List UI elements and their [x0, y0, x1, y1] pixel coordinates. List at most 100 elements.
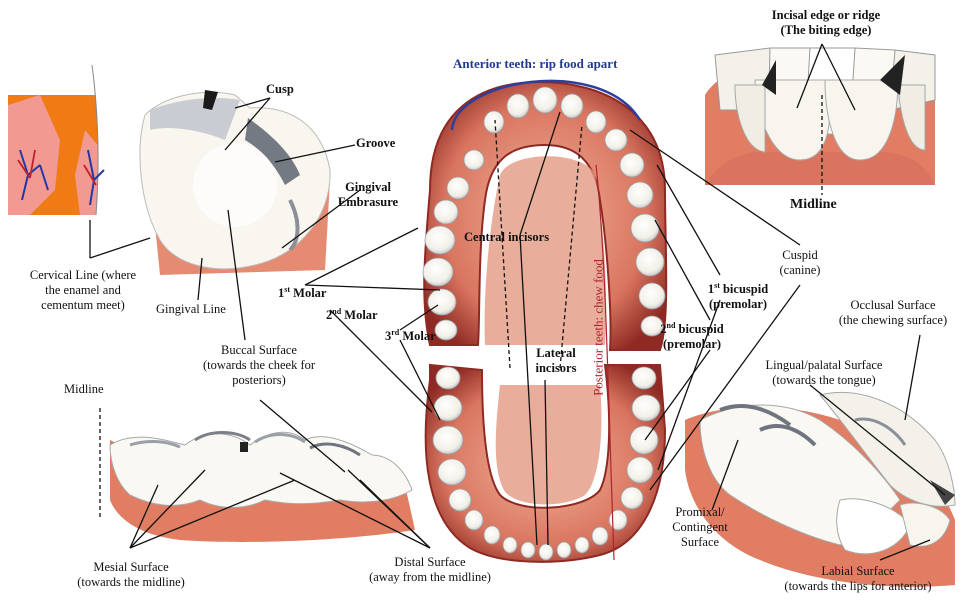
lower-tooth [632, 395, 660, 421]
second-bicuspid-line-2: (premolar) [652, 337, 732, 352]
upper-tooth [423, 258, 453, 286]
upper-tooth [586, 111, 606, 133]
cervical-line-label: Cervical Line (where the enamel and ceme… [4, 268, 162, 313]
first-molar-label: 1st Molar [278, 282, 326, 301]
labial-surface-line-2: (towards the lips for anterior) [760, 579, 956, 594]
proximal-surface-line-2: Contingent [663, 520, 737, 535]
anterior-teeth-label: Anterior teeth: rip food apart [453, 56, 617, 71]
occlusal-surface-line-2: (the chewing surface) [826, 313, 960, 328]
gingival-embrasure-line-2: Embrasure [333, 195, 403, 210]
lower-tooth [630, 426, 658, 454]
distal-surface-label: Distal Surface (away from the midline) [350, 555, 510, 585]
anterior-teeth-view [705, 48, 935, 195]
upper-tooth [434, 200, 458, 224]
cusp-label: Cusp [266, 82, 294, 97]
first-bicuspid-suffix: st [714, 281, 720, 290]
lower-tooth [557, 542, 571, 558]
upper-tooth [631, 214, 659, 242]
first-bicuspid-word: bicuspid [723, 282, 768, 296]
central-incisors-label: Central incisors [464, 230, 549, 245]
cervical-line-2: the enamel and [4, 283, 162, 298]
lower-teeth-perspective [685, 392, 955, 586]
first-bicuspid-label: 1st bicuspid (premolar) [698, 278, 778, 312]
upper-tooth [484, 111, 504, 133]
upper-tooth [605, 129, 627, 151]
lateral-incisors-line-1: Lateral [526, 346, 586, 361]
gingival-line-label: Gingival Line [156, 302, 226, 317]
cervical-line-3: cementum meet) [4, 298, 162, 313]
incisal-edge-line-2: (The biting edge) [766, 23, 886, 38]
lower-tooth [465, 510, 483, 530]
lower-tooth [521, 542, 535, 558]
lower-tooth [621, 487, 643, 509]
incisal-edge-label: Incisal edge or ridge (The biting edge) [766, 8, 886, 38]
buccal-surface-label: Buccal Surface (towards the cheek for po… [184, 343, 334, 388]
upper-tooth [464, 150, 484, 170]
lower-tooth [438, 459, 466, 485]
upper-tooth [447, 177, 469, 199]
midline-top-label: Midline [790, 197, 837, 212]
upper-tooth [639, 283, 665, 309]
second-bicuspid-word: bicuspid [679, 322, 724, 336]
buccal-surface-line-2: (towards the cheek for [184, 358, 334, 373]
mesial-surface-label: Mesial Surface (towards the midline) [56, 560, 206, 590]
lingual-surface-line-1: Lingual/palatal Surface [744, 358, 904, 373]
lingual-surface-line-2: (towards the tongue) [744, 373, 904, 388]
proximal-surface-label: Promixal/ Contingent Surface [663, 505, 737, 550]
posterior-teeth-label: Posterior teeth: chew food [591, 228, 606, 428]
upper-tooth [636, 248, 664, 276]
lateral-incisors-line-2: incisors [526, 361, 586, 376]
lower-tooth [436, 367, 460, 389]
second-molar-suffix: nd [332, 307, 341, 316]
lower-teeth-side-view [100, 408, 415, 542]
lower-tooth [449, 489, 471, 511]
lateral-incisors-label: Lateral incisors [526, 346, 586, 376]
occlusal-surface-line-1: Occlusal Surface [826, 298, 960, 313]
cuspid-label: Cuspid (canine) [770, 248, 830, 278]
lower-tooth [539, 544, 553, 560]
labial-surface-label: Labial Surface (towards the lips for ant… [760, 564, 956, 594]
groove-label: Groove [356, 136, 395, 151]
upper-tooth [561, 94, 583, 118]
buccal-surface-line-1: Buccal Surface [184, 343, 334, 358]
cuspid-line-1: Cuspid [770, 248, 830, 263]
distal-surface-line-1: Distal Surface [350, 555, 510, 570]
upper-tooth [425, 226, 455, 254]
buccal-surface-line-3: posteriors) [184, 373, 334, 388]
lower-tooth [627, 457, 653, 483]
third-molar-suffix: rd [391, 328, 399, 337]
upper-tooth [507, 94, 529, 118]
mesial-surface-line-2: (towards the midline) [56, 575, 206, 590]
third-molar-word: Molar [402, 329, 435, 343]
lower-tooth [592, 527, 608, 545]
second-molar-word: Molar [344, 308, 377, 322]
occlusal-surface-label: Occlusal Surface (the chewing surface) [826, 298, 960, 328]
lower-tooth [433, 426, 463, 454]
molar-closeup [140, 90, 330, 275]
lower-tooth [575, 537, 589, 553]
upper-tooth [620, 153, 644, 177]
proximal-surface-line-1: Promixal/ [663, 505, 737, 520]
second-bicuspid-suffix: nd [667, 321, 676, 330]
upper-tooth [435, 320, 457, 340]
upper-tooth [533, 87, 557, 113]
upper-tooth [627, 182, 653, 208]
lower-tooth [484, 526, 500, 544]
mesial-surface-line-1: Mesial Surface [56, 560, 206, 575]
second-molar-label: 2nd Molar [326, 304, 378, 323]
gingival-embrasure-label: Gingival Embrasure [333, 180, 403, 210]
lower-tooth [632, 367, 656, 389]
dental-arches [423, 82, 666, 562]
third-molar-label: 3rd Molar [385, 325, 436, 344]
lingual-surface-label: Lingual/palatal Surface (towards the ton… [744, 358, 904, 388]
gum-cross-section-inset [8, 65, 130, 215]
cuspid-line-2: (canine) [770, 263, 830, 278]
incisal-edge-line-1: Incisal edge or ridge [766, 8, 886, 23]
first-bicuspid-line-2: (premolar) [698, 297, 778, 312]
upper-tooth [428, 289, 456, 315]
first-molar-word: Molar [293, 286, 326, 300]
midline-left-label: Midline [64, 382, 104, 397]
first-molar-suffix: st [284, 285, 290, 294]
distal-surface-line-2: (away from the midline) [350, 570, 510, 585]
